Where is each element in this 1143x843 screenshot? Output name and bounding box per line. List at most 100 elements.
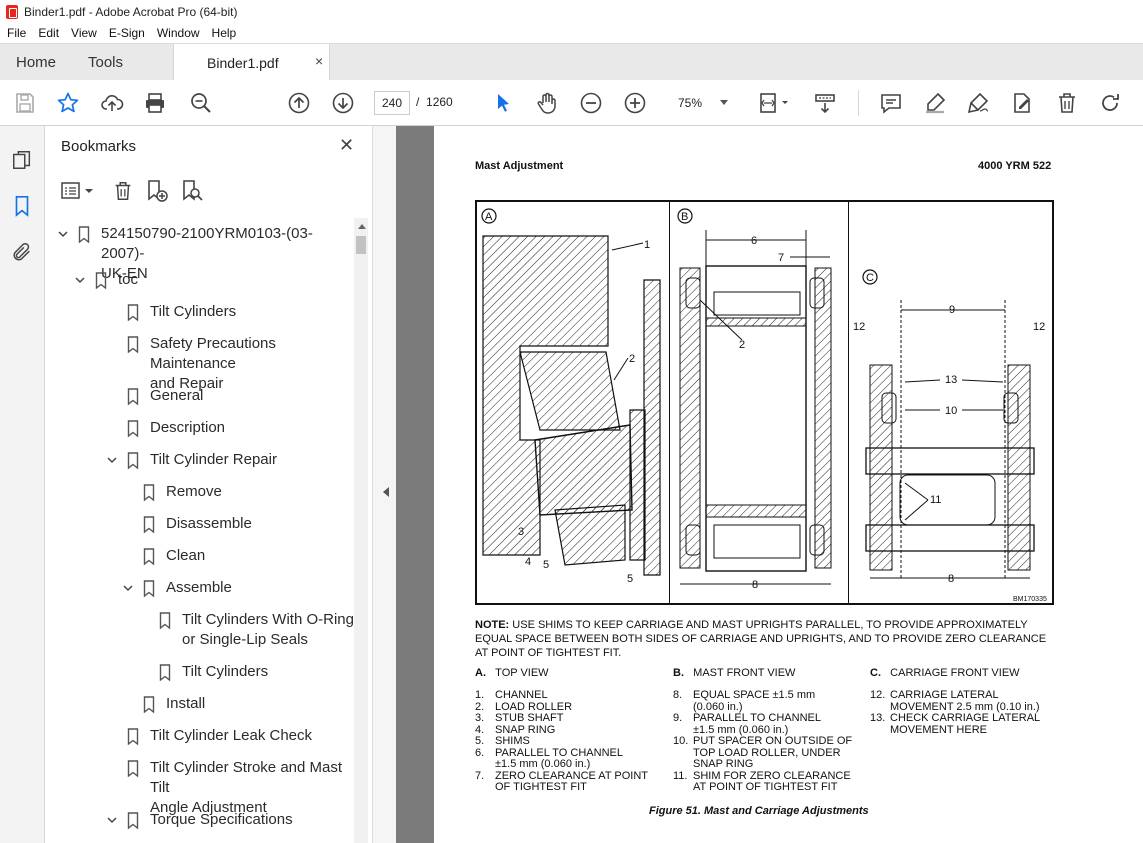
panel-b-label: B [681,211,688,223]
callout-12a: 12 [853,321,865,333]
redo-icon[interactable] [1097,90,1123,116]
bookmark-label-line: Tilt Cylinders [150,303,237,320]
collapse-panel-arrow-icon[interactable] [383,487,389,497]
legend-text: CARRIAGE LATERAL [890,689,999,701]
bookmarks-scrollbar[interactable] [354,218,368,843]
chevron-down-icon[interactable] [106,814,118,826]
callout-12b: 12 [1033,321,1045,333]
bookmark-label: General [150,386,203,406]
zoom-in-icon[interactable] [622,90,648,116]
legend-text: ZERO CLEARANCE AT POINT [495,769,649,782]
bookmarks-toolbar [45,174,372,210]
legend-text: MOVEMENT HERE [890,723,987,736]
bookmark-panel-icon[interactable] [10,194,34,218]
tab-bar: Home Tools Binder1.pdf × [0,43,1143,81]
chevron-down-icon[interactable] [122,582,134,594]
callout-3: 3 [518,526,524,538]
comment-icon[interactable] [878,90,904,116]
highlight-pen-icon[interactable] [922,90,948,116]
scroll-mode-icon[interactable] [812,90,838,116]
legend-number: 13. [870,712,886,724]
bookmark-icon [143,580,155,597]
previous-page-icon[interactable] [286,90,312,116]
print-icon[interactable] [142,90,168,116]
next-page-icon[interactable] [330,90,356,116]
bookmark-label: Tilt Cylinders [182,662,268,682]
bookmark-options-icon[interactable] [59,178,97,204]
bookmark-icon [78,226,90,243]
bookmark-label: Install [166,694,205,714]
chevron-down-icon [720,100,728,105]
legend-text: EQUAL SPACE ±1.5 mm [693,689,816,701]
find-bookmark-icon[interactable] [179,178,205,204]
callout-8a: 8 [752,579,758,591]
legend-text: ±1.5 mm (0.060 in.) [495,758,591,770]
bookmarks-panel: Bookmarks ✕ 524150790-2100YRM0103-(03-20… [45,126,372,843]
callout-10: 10 [945,405,957,417]
fit-page-icon[interactable] [757,90,791,116]
scroll-up-arrow-icon[interactable] [358,224,366,229]
legend-text: PARALLEL TO CHANNEL [693,712,821,724]
bookmark-label: Description [150,418,225,438]
zoom-out-icon[interactable] [578,90,604,116]
save-icon[interactable] [12,90,38,116]
bookmark-label-line: Torque Specifications [150,811,293,828]
legend-text: CHECK CARRIAGE LATERAL [890,712,1041,724]
menu-file[interactable]: File [7,26,27,40]
legend-a-letter: A. [475,667,486,679]
technical-figure [475,200,1054,605]
legend-b-letter: B. [673,667,684,679]
star-icon[interactable] [55,90,81,116]
menu-view[interactable]: View [71,26,97,40]
chevron-down-icon[interactable] [106,454,118,466]
new-bookmark-icon[interactable] [144,178,170,204]
bookmark-label-line: Tilt Cylinder Leak Check [150,727,313,744]
chevron-down-icon[interactable] [74,274,86,286]
page-thumbnails-icon[interactable] [10,148,34,172]
bookmark-icon [159,664,171,681]
legend-b-title: MAST FRONT VIEW [693,667,796,679]
bookmark-label-line: Clean [166,547,206,564]
trash-icon[interactable] [1054,90,1080,116]
tab-tools[interactable]: Tools [88,54,124,71]
bookmark-label: toc [118,270,138,290]
bookmark-label-line: Tilt Cylinders With O-Ring [182,611,354,628]
select-cursor-icon[interactable] [490,90,516,116]
scroll-thumb[interactable] [356,236,366,254]
zoom-dropdown[interactable]: 75% [667,91,737,115]
menu-help[interactable]: Help [211,26,237,40]
zoom-search-icon[interactable] [188,90,214,116]
edit-document-icon[interactable] [1009,90,1035,116]
upload-cloud-icon[interactable] [99,90,125,116]
hand-tool-icon[interactable] [534,90,560,116]
title-bar: Binder1.pdf - Adobe Acrobat Pro (64-bit) [0,0,1143,23]
bookmark-label-line: General [150,387,204,404]
legend-c-letter: C. [870,667,881,679]
sign-pen-icon[interactable] [965,90,991,116]
panel-collapse-strip[interactable] [372,126,396,843]
menu-window[interactable]: Window [156,26,200,40]
tab-close-icon[interactable]: × [315,53,324,69]
legend-text: SNAP RING [495,723,556,736]
tab-document[interactable]: Binder1.pdf × [173,44,330,81]
bookmark-label: Disassemble [166,514,252,534]
menu-edit[interactable]: Edit [38,26,60,40]
tab-home[interactable]: Home [16,54,57,71]
bookmark-icon [143,696,155,713]
left-rail [0,126,45,843]
chevron-down-icon[interactable] [57,228,69,240]
close-panel-icon[interactable]: ✕ [339,135,355,155]
bookmark-label-line: and Repair [150,375,224,392]
legend-number: 5. [475,735,485,747]
bookmark-icon [127,452,139,469]
menu-esign[interactable]: E-Sign [108,26,145,40]
bookmark-label: Torque Specifications [150,810,293,830]
callout-6: 6 [751,235,757,247]
callout-4: 4 [525,556,531,568]
attachment-icon[interactable] [10,240,34,264]
delete-bookmark-icon[interactable] [110,178,136,204]
page-number-input[interactable]: 240 [374,91,410,115]
legend-text: SNAP RING [693,758,754,770]
bookmark-label-line: Description [150,419,226,436]
